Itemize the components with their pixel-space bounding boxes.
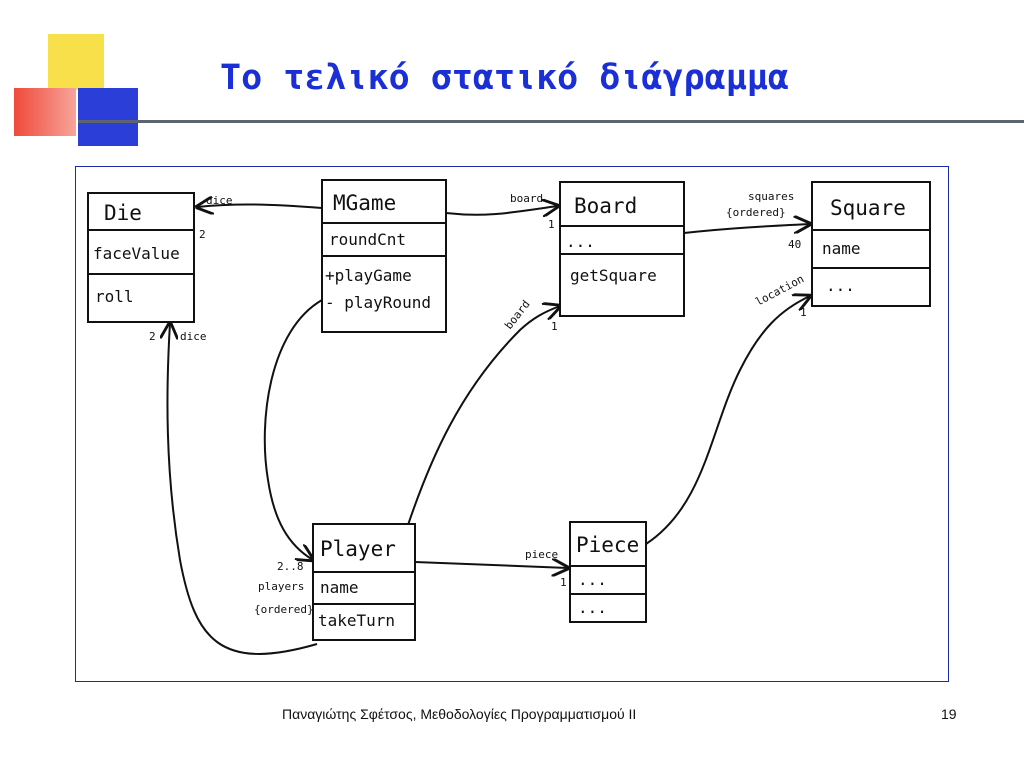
- slide-title: Το τελικό στατικό διάγραμμα: [220, 58, 789, 98]
- diagram-frame: [75, 166, 949, 682]
- class-mgame-operation-1: +playGame: [325, 266, 412, 285]
- class-square[interactable]: Square name ...: [811, 181, 931, 307]
- label-mgame-player-constraint: {ordered}: [254, 603, 314, 616]
- label-player-die-role: dice: [180, 330, 207, 343]
- label-mgame-board-multiplicity: 1: [548, 218, 555, 231]
- label-player-board-multiplicity: 1: [551, 320, 558, 333]
- class-board-operation: getSquare: [570, 266, 657, 285]
- class-board[interactable]: Board ... getSquare: [559, 181, 685, 317]
- edge-player-die: [167, 323, 318, 655]
- label-mgame-board-role: board: [510, 192, 543, 205]
- class-piece-operation: ...: [578, 598, 607, 617]
- class-die-operation: roll: [95, 287, 134, 306]
- label-board-square-constraint: {ordered}: [726, 206, 786, 219]
- page-number: 19: [941, 706, 957, 722]
- class-mgame-name: MGame: [333, 191, 396, 215]
- class-board-name: Board: [574, 194, 637, 218]
- edge-mgame-die: [197, 204, 323, 208]
- class-player-name: Player: [320, 537, 396, 561]
- label-player-board-role: board: [502, 298, 533, 332]
- deco-yellow-square: [48, 34, 104, 90]
- label-piece-square-multiplicity: 1: [800, 306, 807, 319]
- class-piece[interactable]: Piece ... ...: [569, 521, 647, 623]
- label-mgame-player-role: players: [258, 580, 304, 593]
- edge-piece-square: [645, 296, 810, 545]
- label-mgame-player-multiplicity: 2..8: [277, 560, 304, 573]
- class-mgame-attribute: roundCnt: [329, 230, 406, 249]
- class-piece-name: Piece: [576, 533, 639, 557]
- class-player-operation: takeTurn: [318, 611, 395, 630]
- edge-mgame-player: [263, 299, 323, 560]
- edge-player-piece: [414, 562, 568, 568]
- deco-red-square: [14, 88, 76, 136]
- label-mgame-die-multiplicity: 2: [199, 228, 206, 241]
- class-mgame[interactable]: MGame roundCnt +playGame - playRound: [321, 179, 447, 333]
- slide-footer: Παναγιώτης Σφέτσος, Μεθοδολογίες Προγραμ…: [282, 706, 637, 722]
- label-player-piece-role: piece: [525, 548, 558, 561]
- class-square-operation: ...: [826, 276, 855, 295]
- class-piece-attribute: ...: [578, 570, 607, 589]
- title-divider: [78, 120, 1024, 123]
- class-board-attribute: ...: [566, 232, 595, 251]
- label-board-square-multiplicity: 40: [788, 238, 801, 251]
- label-player-piece-multiplicity: 1: [560, 576, 567, 589]
- class-player-attribute: name: [320, 578, 359, 597]
- deco-blue-square: [78, 88, 138, 146]
- label-board-square-role: squares: [748, 190, 794, 203]
- class-player[interactable]: Player name takeTurn: [312, 523, 416, 641]
- edge-player-board: [407, 306, 560, 526]
- edge-board-square: [683, 224, 810, 234]
- class-square-name: Square: [830, 196, 906, 220]
- label-mgame-die-role: dice: [206, 194, 233, 207]
- class-square-attribute: name: [822, 239, 861, 258]
- class-die[interactable]: Die faceValue roll: [87, 192, 195, 323]
- class-die-name: Die: [104, 201, 142, 225]
- edge-mgame-board: [445, 206, 558, 215]
- label-player-die-multiplicity: 2: [149, 330, 156, 343]
- class-mgame-operation-2: - playRound: [325, 293, 431, 312]
- class-die-attribute: faceValue: [93, 244, 180, 263]
